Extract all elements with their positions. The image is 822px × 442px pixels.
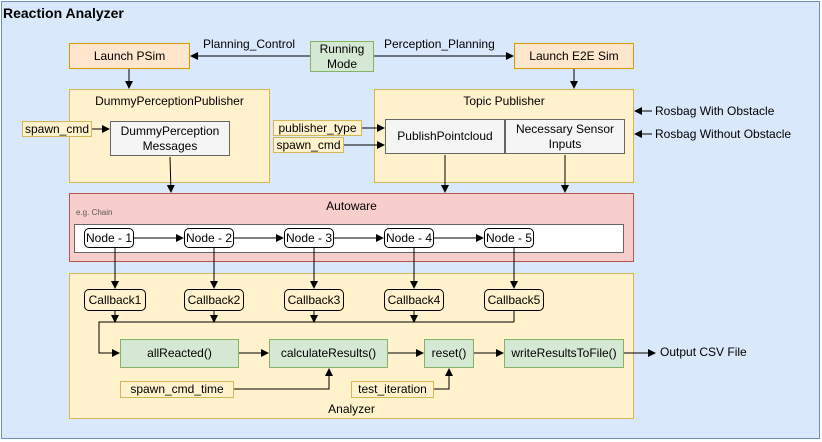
test-iteration-input: test_iteration	[351, 381, 434, 398]
topic-publisher-header: Topic Publisher	[463, 94, 545, 108]
perception-planning-label: Perception_Planning	[384, 37, 495, 51]
launch-psim-box: Launch PSim	[69, 43, 190, 69]
reset-box: reset()	[424, 339, 474, 368]
node-4: Node - 4	[384, 228, 434, 248]
callback-3: Callback3	[284, 289, 344, 311]
output-csv-label: Output CSV File	[660, 345, 747, 359]
callback-2: Callback2	[184, 289, 244, 311]
node-1: Node - 1	[84, 228, 134, 248]
callback-1: Callback1	[84, 289, 146, 311]
dummy-spawn-cmd-input: spawn_cmd	[22, 121, 92, 137]
autoware-title: Autoware	[326, 199, 377, 213]
publisher-type-input: publisher_type	[273, 120, 362, 136]
rosbag-without-obstacle-label: Rosbag Without Obstacle	[655, 127, 792, 141]
node-2: Node - 2	[184, 228, 234, 248]
launch-e2e-sim-box: Launch E2E Sim	[514, 43, 634, 69]
node-5: Node - 5	[484, 228, 534, 248]
write-results-box: writeResultsToFile()	[504, 339, 624, 368]
calculate-results-box: calculateResults()	[269, 339, 388, 368]
callback-5: Callback5	[484, 289, 544, 311]
node-chain-container	[74, 224, 624, 253]
analyzer-label: Analyzer	[328, 402, 375, 416]
necessary-sensor-inputs-box: Necessary Sensor Inputs	[505, 119, 625, 154]
publish-pointcloud-box: PublishPointcloud	[385, 119, 505, 154]
dummy-perception-messages-box: DummyPerception Messages	[110, 121, 230, 156]
dummy-perception-publisher-header: DummyPerceptionPublisher	[95, 94, 244, 108]
spawn-cmd-time-input: spawn_cmd_time	[120, 381, 234, 398]
topic-spawn-cmd-input: spawn_cmd	[273, 137, 344, 153]
chain-note: e.g. Chain	[76, 208, 113, 217]
node-3: Node - 3	[284, 228, 334, 248]
diagram-title: Reaction Analyzer	[3, 5, 124, 21]
all-reacted-box: allReacted()	[120, 339, 239, 368]
rosbag-with-obstacle-label: Rosbag With Obstacle	[655, 104, 775, 118]
planning-control-label: Planning_Control	[203, 37, 296, 51]
callback-4: Callback4	[384, 289, 444, 311]
running-mode-box: Running Mode	[310, 41, 374, 72]
